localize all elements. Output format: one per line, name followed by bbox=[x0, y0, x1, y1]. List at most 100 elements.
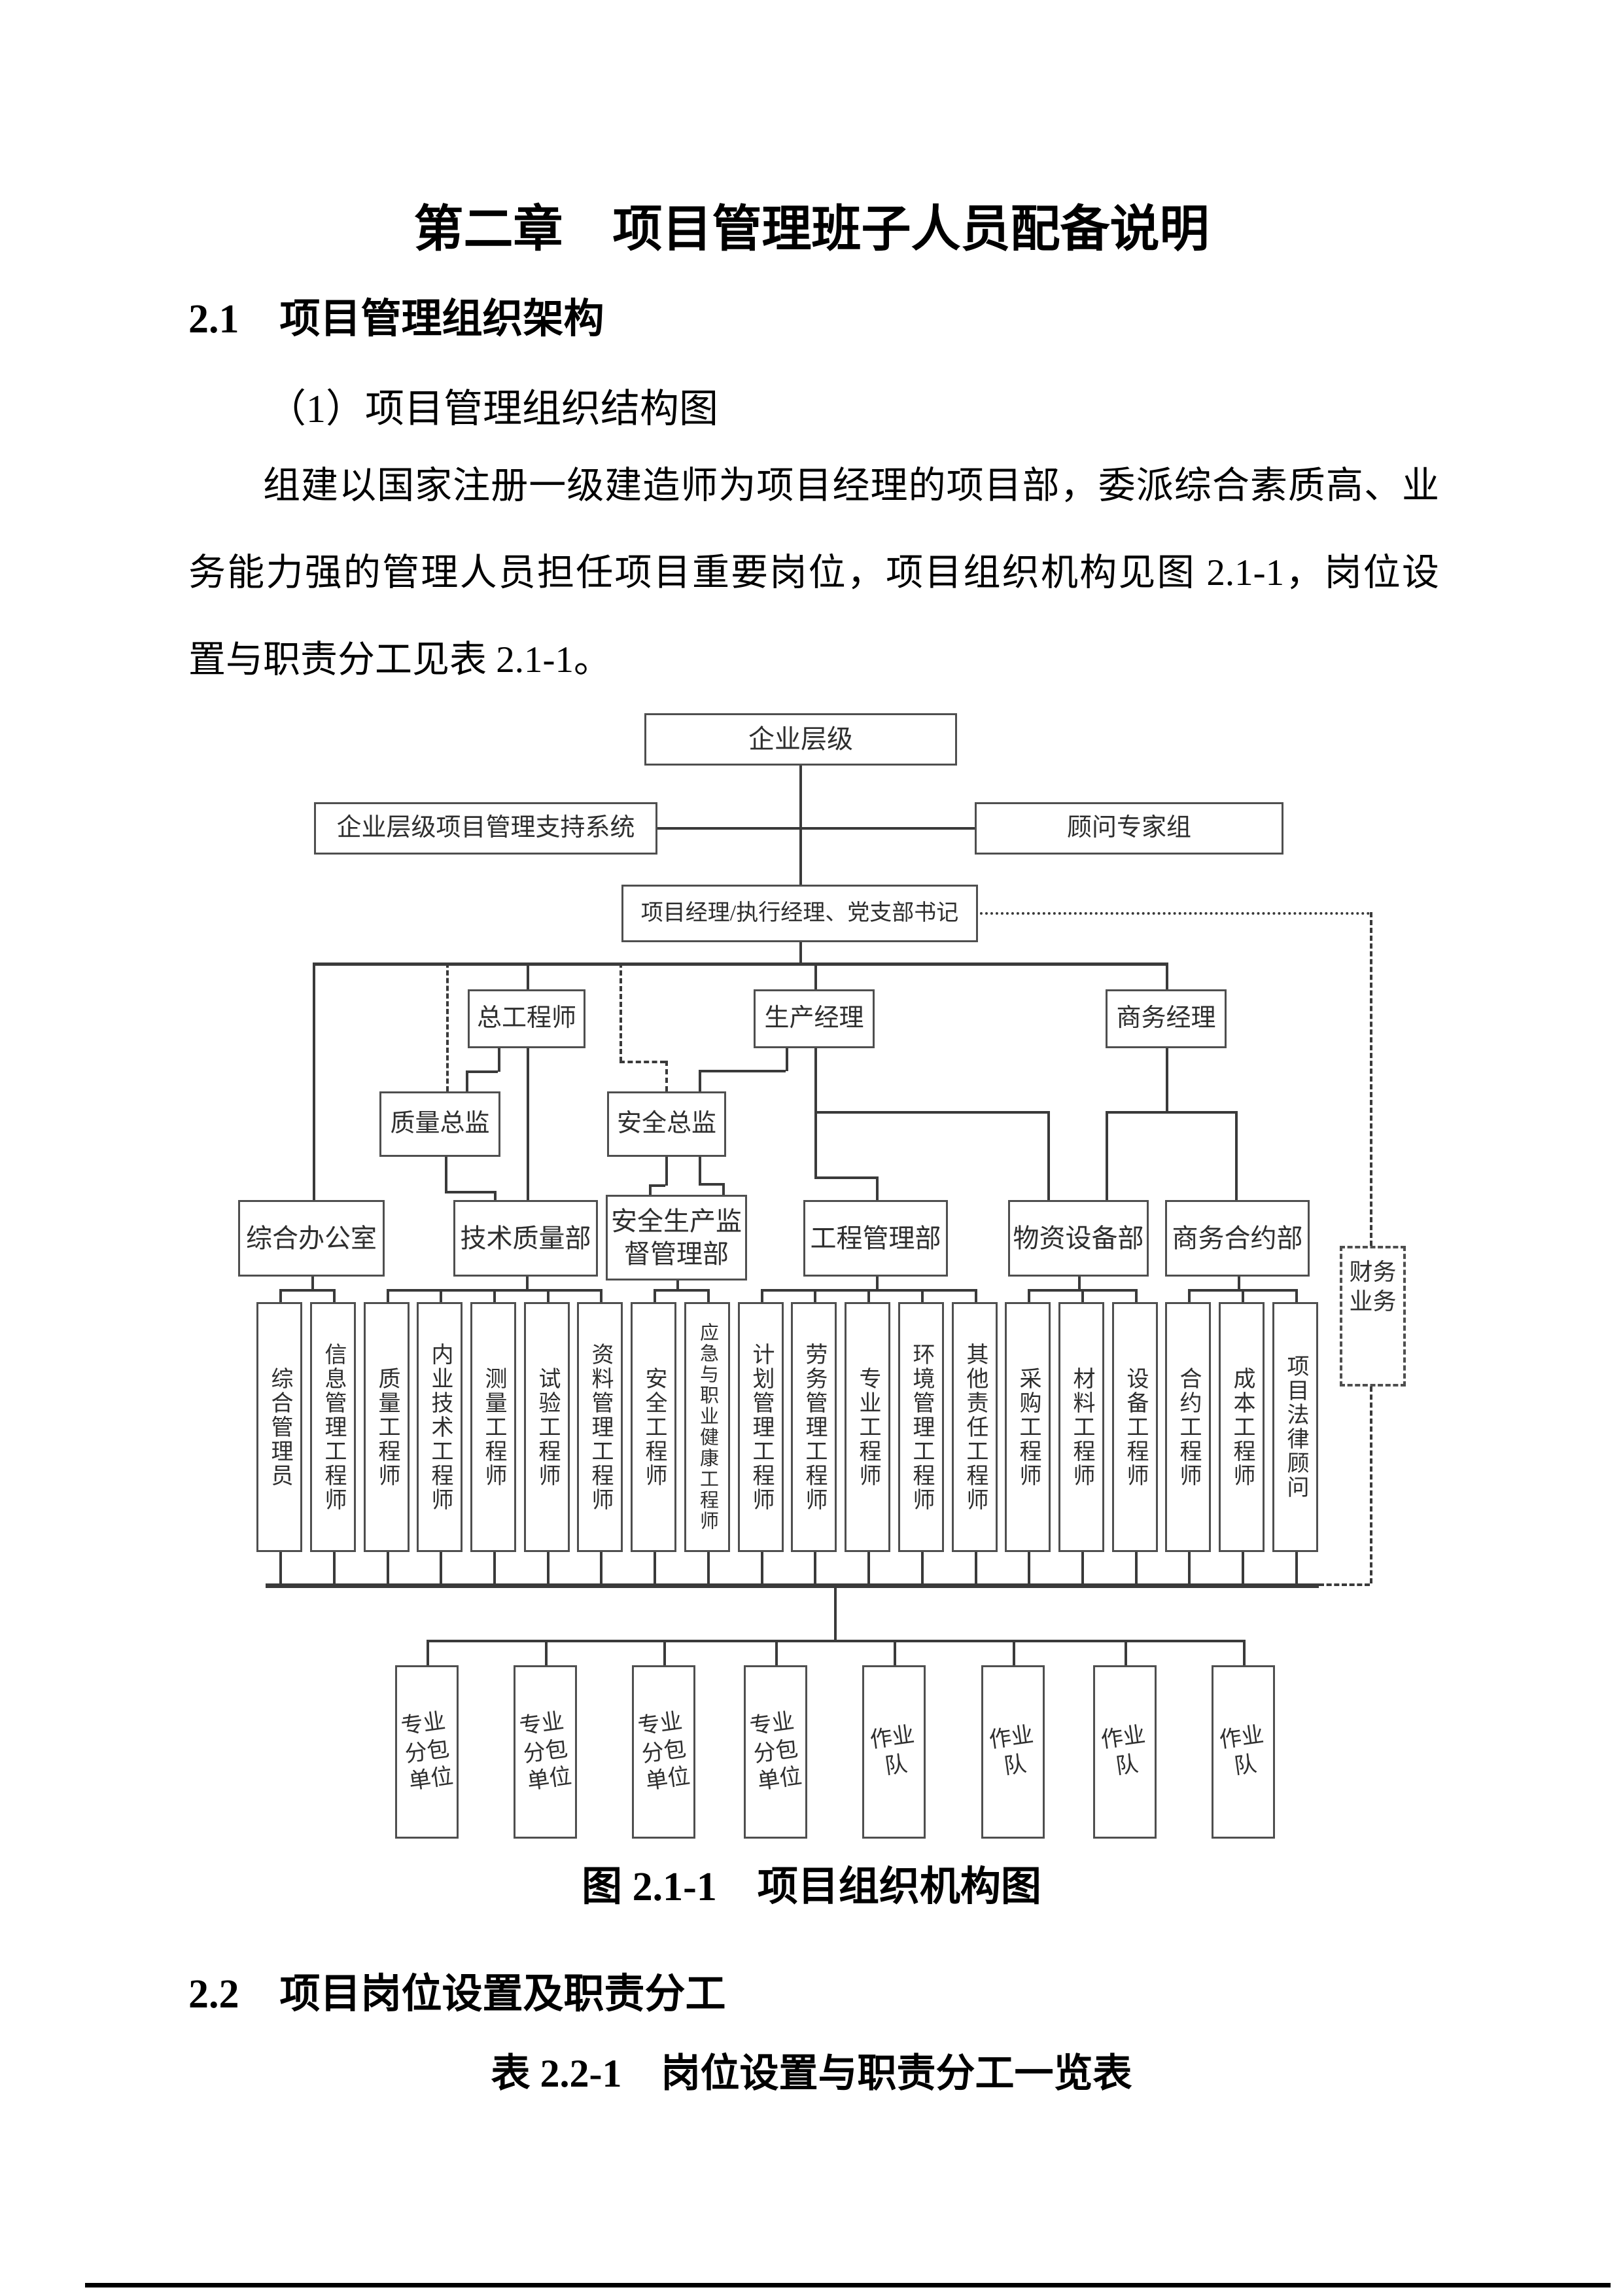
org-box-label-project-manager: 项目经理/执行经理、党支部书记 bbox=[640, 900, 959, 925]
org-connector bbox=[440, 1552, 442, 1583]
org-box-label-staff-procurement-engineer: 采购工程师 bbox=[1016, 1366, 1040, 1488]
org-connector bbox=[1106, 1111, 1235, 1114]
org-box-staff-document-mgmt-engineer: 资料管理工程师 bbox=[577, 1302, 623, 1552]
org-box-label-staff-test-engineer: 试验工程师 bbox=[535, 1366, 559, 1488]
org-connector bbox=[665, 1157, 668, 1186]
org-box-enterprise-level: 企业层级 bbox=[644, 713, 957, 766]
org-box-staff-environment-mgmt-engineer: 环境管理工程师 bbox=[898, 1302, 944, 1552]
org-connector bbox=[387, 1552, 389, 1583]
org-box-staff-safety-engineer: 安全工程师 bbox=[631, 1302, 676, 1552]
org-box-label-staff-labor-mgmt-engineer: 劳务管理工程师 bbox=[802, 1342, 826, 1512]
org-box-label-staff-equipment-engineer: 设备工程师 bbox=[1123, 1366, 1147, 1488]
org-box-staff-specialty-engineer: 专业工程师 bbox=[845, 1302, 890, 1552]
org-connector bbox=[1106, 1111, 1108, 1200]
org-box-work-team-4: 作业 队 bbox=[1212, 1665, 1275, 1839]
org-connector bbox=[493, 1289, 496, 1302]
org-box-label-staff-office-tech-engineer: 内业技术工程师 bbox=[428, 1342, 452, 1512]
org-connector bbox=[1242, 1552, 1244, 1583]
org-connector bbox=[814, 1552, 816, 1583]
org-connector bbox=[1319, 1583, 1370, 1586]
org-connector bbox=[1188, 1552, 1191, 1583]
paragraph-line-1: 组建以国家注册一级建造师为项目经理的项目部，委派综合素质高、业 bbox=[263, 465, 1439, 506]
org-box-label-dept-safety-supervision: 安全生产监 督管理部 bbox=[611, 1206, 742, 1269]
table-caption: 表 2.2-1 岗位设置与职责分工一览表 bbox=[491, 2052, 1132, 2095]
org-connector bbox=[707, 1552, 710, 1583]
org-box-label-chief-engineer: 总工程师 bbox=[476, 1004, 576, 1033]
org-connector bbox=[761, 1552, 763, 1583]
org-connector bbox=[1243, 1640, 1246, 1665]
org-connector bbox=[876, 1277, 879, 1290]
org-connector bbox=[527, 1048, 529, 1200]
org-connector bbox=[620, 963, 622, 1062]
org-connector bbox=[266, 1583, 1319, 1588]
org-connector bbox=[445, 1157, 447, 1192]
org-box-label-dept-engineering-mgmt: 工程管理部 bbox=[810, 1223, 941, 1253]
org-connector bbox=[814, 1176, 876, 1179]
org-connector bbox=[1013, 1640, 1015, 1665]
org-box-commercial-manager: 商务经理 bbox=[1106, 989, 1227, 1048]
org-box-label-staff-safety-engineer: 安全工程师 bbox=[642, 1366, 666, 1488]
org-box-label-staff-general-admin: 综合管理员 bbox=[268, 1366, 292, 1488]
org-connector bbox=[876, 1176, 879, 1200]
org-connector bbox=[279, 1289, 333, 1292]
org-connector bbox=[620, 1061, 665, 1063]
org-connector bbox=[1081, 1289, 1084, 1302]
org-connector bbox=[654, 1289, 707, 1292]
org-connector bbox=[657, 827, 975, 830]
org-connector bbox=[799, 942, 802, 964]
org-box-label-commercial-manager: 商务经理 bbox=[1116, 1004, 1216, 1033]
org-box-dept-materials-equipment: 物资设备部 bbox=[1008, 1200, 1149, 1277]
org-box-subcontractor-unit-4: 专业 分包 单位 bbox=[744, 1665, 807, 1839]
org-box-label-consultant-expert-group: 顾问专家组 bbox=[1066, 814, 1191, 842]
org-box-dept-tech-quality: 技术质量部 bbox=[453, 1200, 598, 1277]
org-box-label-dept-materials-equipment: 物资设备部 bbox=[1013, 1223, 1144, 1253]
org-box-label-enterprise-pm-support-system: 企业层级项目管理支持系统 bbox=[336, 814, 635, 842]
org-connector bbox=[1188, 1289, 1191, 1302]
org-box-label-safety-director: 安全总监 bbox=[616, 1110, 716, 1138]
org-connector bbox=[1081, 1552, 1084, 1583]
figure-caption: 图 2.1-1 项目组织机构图 bbox=[582, 1865, 1041, 1909]
org-box-safety-director: 安全总监 bbox=[607, 1091, 726, 1157]
org-box-project-manager: 项目经理/执行经理、党支部书记 bbox=[621, 885, 978, 942]
org-connector bbox=[1370, 1386, 1372, 1583]
org-connector bbox=[494, 1191, 497, 1200]
org-box-work-team-1: 作业 队 bbox=[862, 1665, 926, 1839]
org-connector bbox=[547, 1552, 550, 1583]
org-connector bbox=[493, 1552, 496, 1583]
org-box-label-finance-business: 财务 业务 bbox=[1349, 1259, 1397, 1315]
paragraph-line-2: 务能力强的管理人员担任项目重要岗位，项目组织机构见图 2.1-1，岗位设 bbox=[188, 552, 1439, 593]
org-box-subcontractor-unit-2: 专业 分包 单位 bbox=[514, 1665, 577, 1839]
org-connector bbox=[1078, 1277, 1081, 1290]
org-box-label-staff-material-engineer: 材料工程师 bbox=[1070, 1366, 1094, 1488]
org-box-consultant-expert-group: 顾问专家组 bbox=[975, 802, 1283, 855]
org-connector bbox=[545, 1640, 548, 1665]
org-box-label-staff-info-mgmt-engineer: 信息管理工程师 bbox=[321, 1342, 345, 1512]
org-box-dept-general-office: 综合办公室 bbox=[238, 1200, 385, 1277]
org-box-staff-legal-advisor: 项目法律顾问 bbox=[1272, 1302, 1318, 1552]
org-connector bbox=[1028, 1552, 1030, 1583]
org-connector bbox=[600, 1289, 602, 1302]
org-box-staff-office-tech-engineer: 内业技术工程师 bbox=[417, 1302, 462, 1552]
paragraph-line-3: 置与职责分工见表 2.1-1。 bbox=[188, 639, 611, 680]
org-box-finance-business: 财务 业务 bbox=[1340, 1246, 1406, 1386]
org-connector bbox=[1028, 1289, 1030, 1302]
org-box-label-staff-contract-engineer: 合约工程师 bbox=[1176, 1366, 1200, 1488]
org-connector bbox=[814, 1289, 816, 1302]
org-box-staff-other-duty-engineer: 其他责任工程师 bbox=[952, 1302, 998, 1552]
org-connector bbox=[1295, 1289, 1298, 1302]
org-connector bbox=[526, 1277, 529, 1290]
org-box-label-subcontractor-unit-1: 专业 分包 单位 bbox=[399, 1708, 455, 1794]
org-box-work-team-3: 作业 队 bbox=[1093, 1665, 1157, 1839]
org-box-staff-labor-mgmt-engineer: 劳务管理工程师 bbox=[791, 1302, 837, 1552]
org-box-dept-engineering-mgmt: 工程管理部 bbox=[803, 1200, 948, 1277]
section-heading-2-2: 2.2 项目岗位设置及职责分工 bbox=[188, 1972, 726, 2017]
org-connector bbox=[1125, 1640, 1127, 1665]
org-box-staff-quality-engineer: 质量工程师 bbox=[364, 1302, 410, 1552]
org-connector bbox=[707, 1289, 710, 1302]
org-connector bbox=[1166, 963, 1168, 991]
org-box-label-work-team-1: 作业 队 bbox=[868, 1722, 916, 1779]
org-box-label-dept-tech-quality: 技术质量部 bbox=[460, 1223, 591, 1253]
org-connector bbox=[699, 1183, 722, 1186]
org-connector bbox=[600, 1552, 602, 1583]
